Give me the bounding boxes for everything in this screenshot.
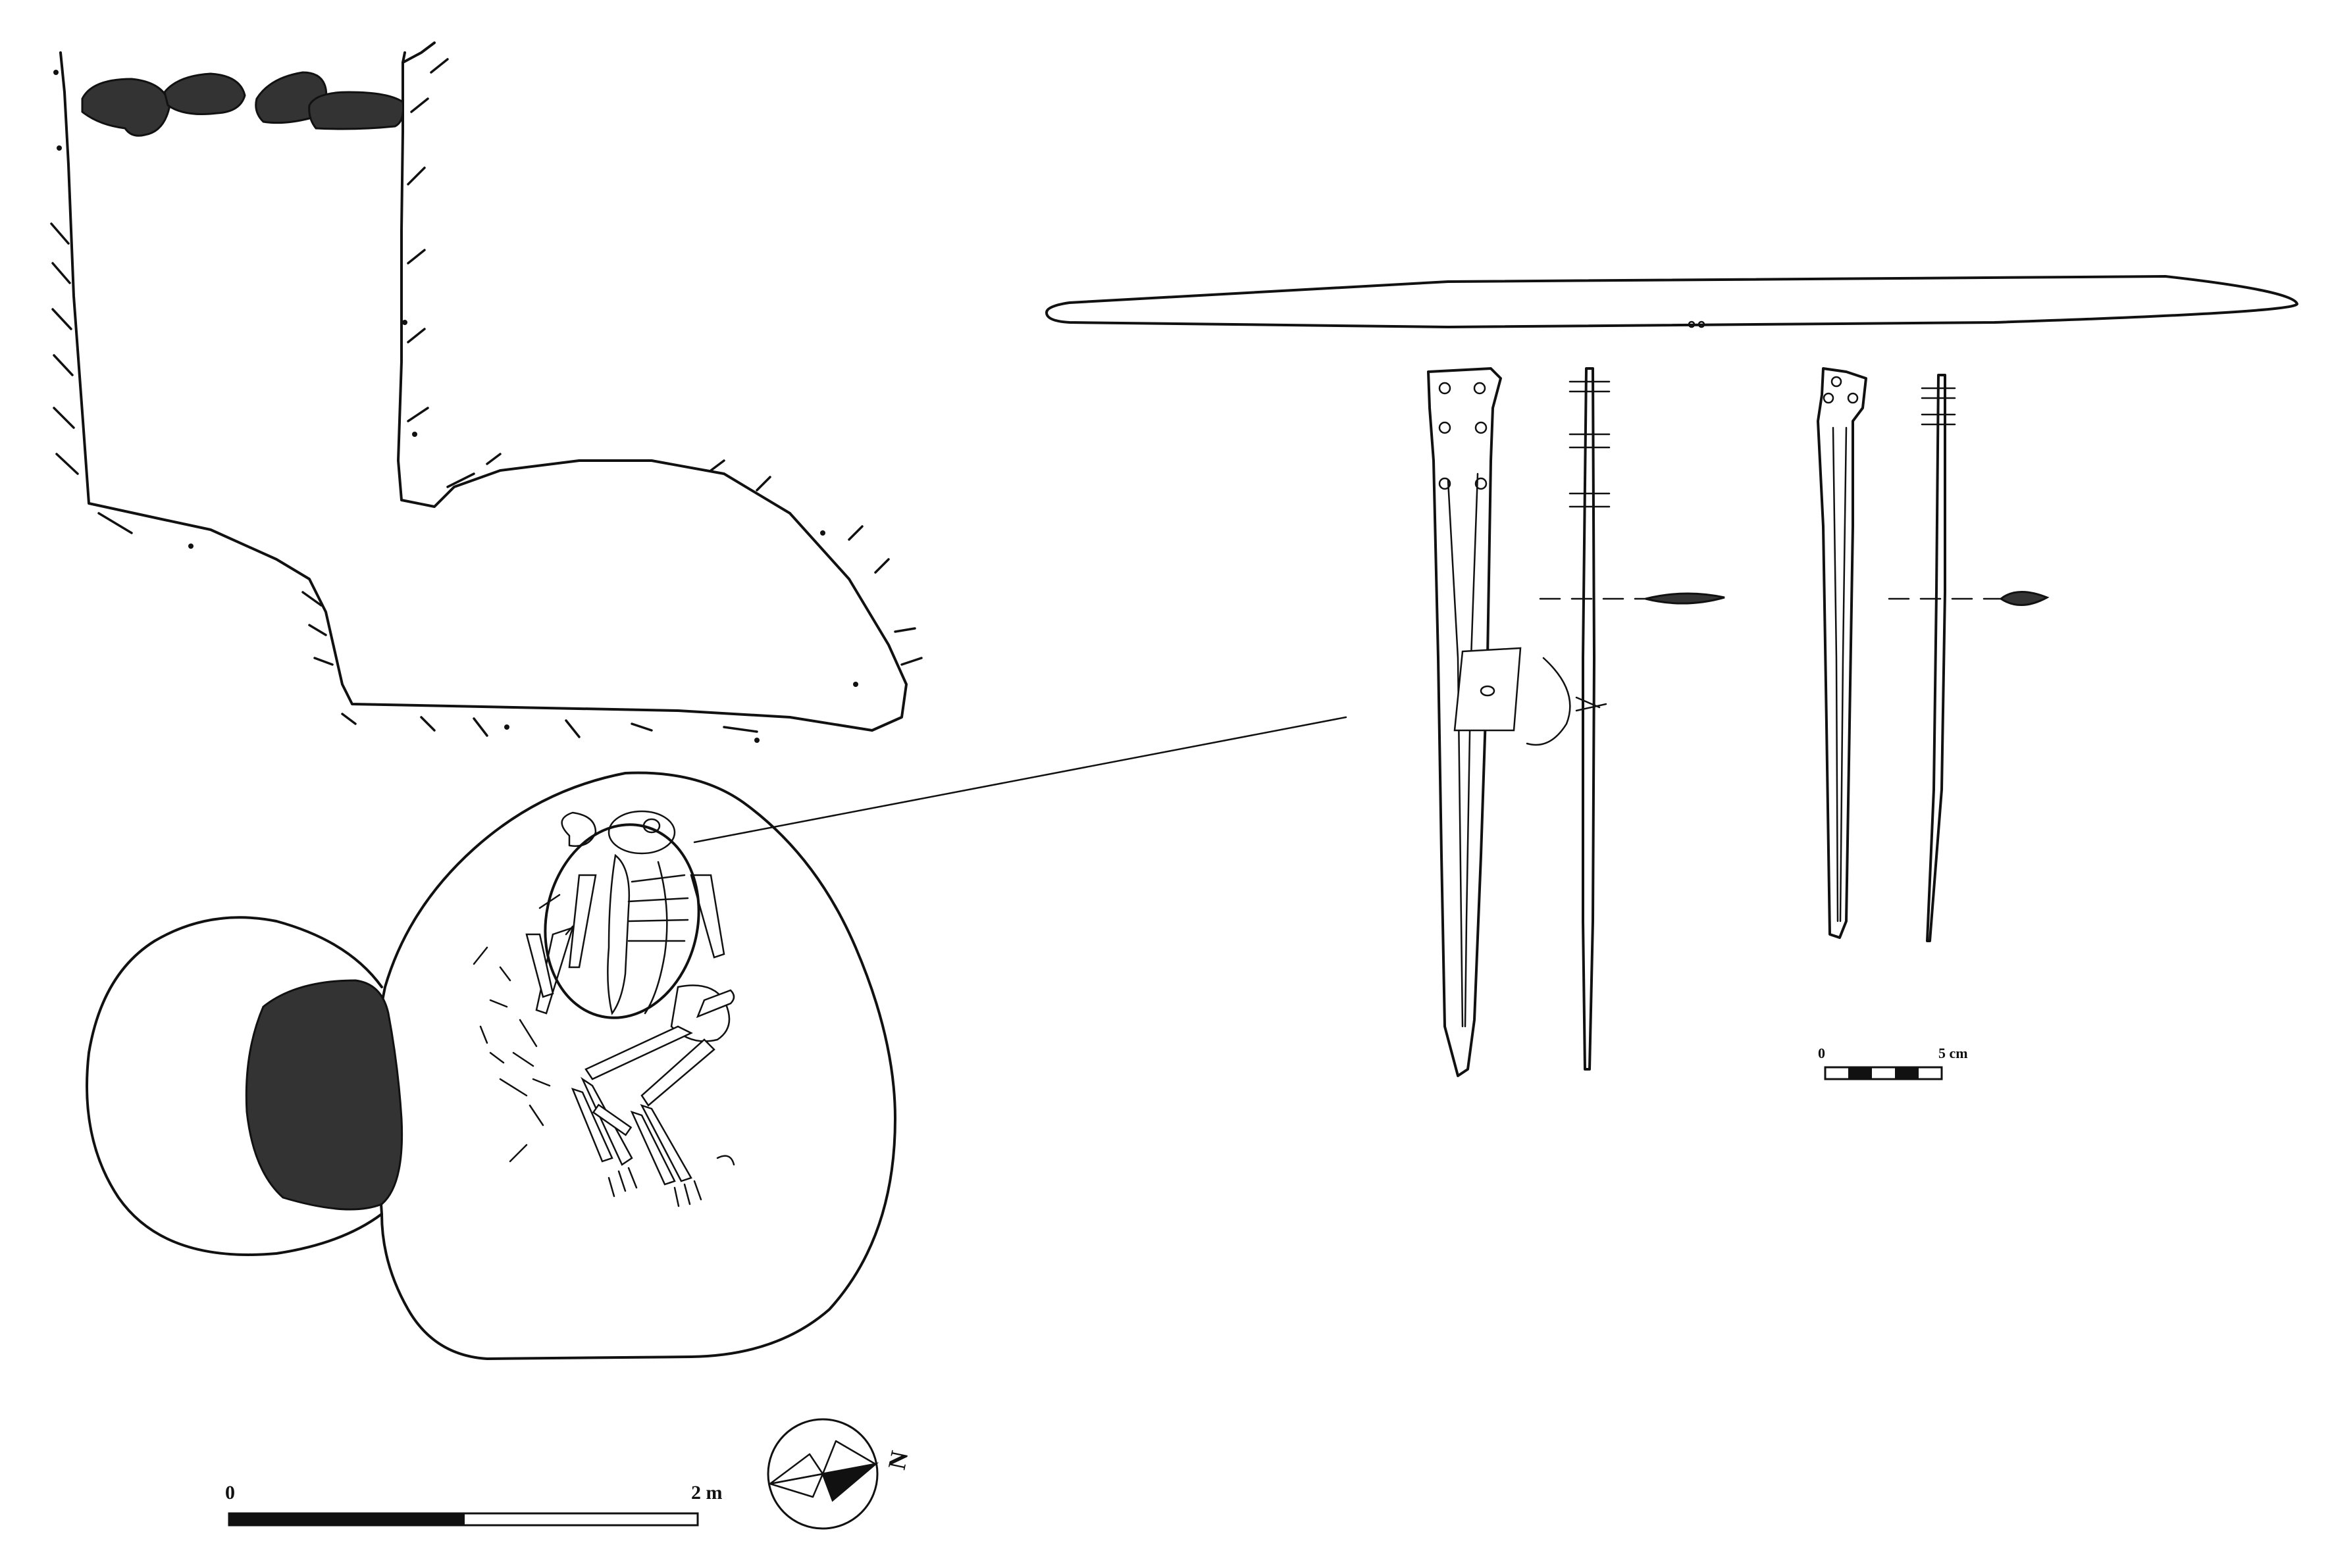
artifact-scale-bar: 0 5 cm [1818, 1045, 1968, 1080]
dagger-2-cross-section [1999, 591, 2050, 606]
dagger-1-side [1582, 367, 1595, 1071]
dagger-findspot-outline [544, 823, 700, 1019]
dagger-2-side [1926, 374, 1946, 942]
tibia-right [640, 1103, 692, 1182]
north-label: N [883, 1448, 914, 1472]
dagger-1-face [1427, 367, 1502, 1077]
pit-outline-main [367, 771, 896, 1360]
leader-line [693, 716, 1347, 844]
artifact-scale-start-label: 0 [1818, 1045, 1825, 1061]
dagger-2-face [1817, 367, 1867, 939]
artifacts [1045, 275, 2298, 1077]
grave-scale-bar: 0 2 m [225, 1482, 723, 1527]
femur-left [584, 1025, 693, 1080]
section-hatching [50, 58, 923, 738]
capstone-4 [308, 91, 404, 130]
artifact-scale-end-label: 5 cm [1938, 1045, 1968, 1061]
capstone-1 [81, 78, 171, 137]
cranium [608, 810, 676, 855]
capstone-2 [163, 72, 246, 115]
grave-scale-end-label: 2 m [691, 1482, 723, 1504]
blocking-stone [245, 979, 403, 1211]
dagger-1-cross-section [1645, 592, 1725, 605]
grave-section-profile [50, 41, 923, 743]
pit-outline-west [86, 916, 383, 1256]
grave-scale-start-label: 0 [225, 1482, 235, 1504]
long-rod [1045, 275, 2298, 328]
grave-plan [86, 716, 1347, 1360]
sheath-fragment [1453, 647, 1522, 732]
skeleton [473, 810, 735, 1207]
femur-right [640, 1038, 715, 1107]
north-arrow: N [767, 1418, 914, 1530]
